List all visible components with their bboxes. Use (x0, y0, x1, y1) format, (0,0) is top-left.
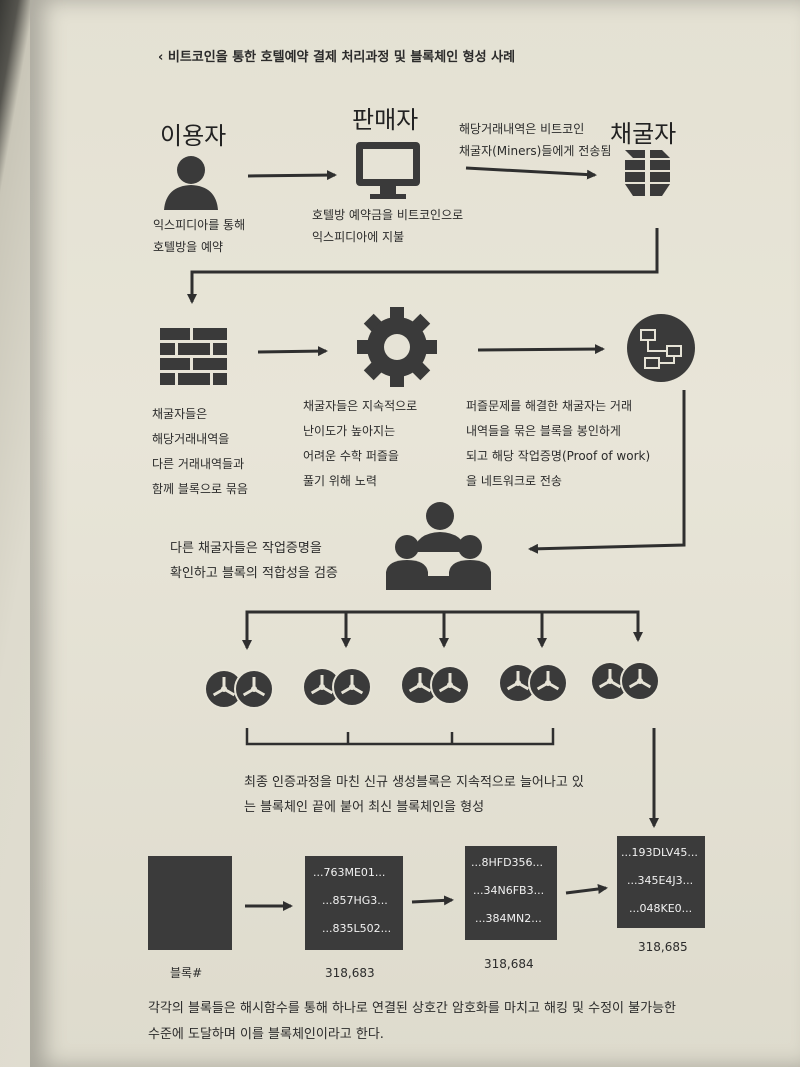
note-verify-line2: 확인하고 블록의 적합성을 검증 (170, 566, 338, 581)
block1-label: 318,683 (325, 966, 375, 980)
block3-hash3: ...048KE0... (629, 902, 693, 915)
mining-node-icon (430, 665, 470, 705)
mining-node-pair (590, 661, 660, 701)
mining-node-icon (590, 661, 630, 701)
flowchart-circle-icon (627, 314, 695, 382)
mining-node-pair (302, 667, 372, 707)
block-318684 (465, 846, 557, 940)
note-puzzle-line3: 어려운 수학 퍼즐을 (303, 449, 399, 463)
note-bundle-line1: 채굴자들은 (152, 407, 208, 421)
mining-node-pair (400, 665, 470, 705)
note-attach-line1: 최종 인증과정을 마친 신규 생성블록은 지속적으로 늘어나고 있 (244, 775, 584, 790)
note-bundle: 채굴자들은 해당거래내역을 다른 거래내역들과 함께 블록으로 묶음 (152, 402, 248, 502)
mining-node-icon (620, 661, 660, 701)
block1-hash1: ...763ME01... (313, 866, 386, 879)
note-broadcast: 해당거래내역은 비트코인 채굴자(Miners)들에게 전송됨 (459, 118, 611, 162)
gear-icon (357, 307, 437, 387)
footer-line1: 각각의 블록들은 해시함수를 통해 하나로 연결된 상호간 암호화를 마치고 해… (148, 1001, 676, 1016)
note-proof-line2: 내역들을 묶은 블록을 봉인하게 (466, 424, 621, 438)
block1-hash3: ...835L502... (322, 922, 392, 935)
group-icon (386, 502, 491, 590)
note-proof-line4: 을 네트워크로 전송 (466, 474, 562, 488)
mining-node-icon (234, 669, 274, 709)
genesis-block (148, 856, 232, 950)
mining-node-icon (204, 669, 244, 709)
note-user-line2: 호텔방을 예약 (153, 240, 224, 254)
block3-hash2: ...345E4J3... (627, 874, 694, 887)
mining-node-icon (302, 667, 342, 707)
note-attach-line2: 는 블록체인 끝에 붙어 최신 블록체인을 형성 (244, 800, 485, 815)
figure-caption: ‹ 비트코인을 통한 호텔예약 결제 처리과정 및 블록체인 형성 사례 (158, 50, 516, 65)
block3-label: 318,685 (638, 940, 688, 954)
block2-hash2: ...34N6FB3... (473, 884, 545, 897)
brick-wall-icon (160, 328, 227, 385)
miner-stack-icon (625, 150, 670, 196)
note-proof-line1: 퍼즐문제를 해결한 채굴자는 거래 (466, 399, 633, 413)
role-user: 이용자 (160, 122, 227, 150)
note-seller-line1: 호텔방 예약금을 비트코인으로 (312, 208, 464, 222)
note-puzzle-line4: 풀기 위해 노력 (303, 474, 377, 488)
note-bundle-line2: 해당거래내역을 (152, 432, 230, 446)
note-puzzle-line1: 채굴자들은 지속적으로 (303, 399, 418, 413)
monitor-icon (356, 142, 420, 199)
note-broadcast-line2: 채굴자(Miners)들에게 전송됨 (459, 144, 612, 158)
mining-node-icon (332, 667, 372, 707)
block-318685 (617, 836, 705, 928)
role-miner: 채굴자 (610, 120, 677, 148)
block2-label: 318,684 (484, 957, 534, 971)
note-puzzle: 채굴자들은 지속적으로 난이도가 높아지는 어려운 수학 퍼즐을 풀기 위해 노… (303, 394, 417, 494)
mining-node-icon (528, 663, 568, 703)
note-bundle-line3: 다른 거래내역들과 (152, 457, 245, 471)
block2-hash3: ...384MN2... (475, 912, 542, 925)
note-user: 익스피디아를 통해 호텔방을 예약 (153, 214, 245, 258)
user-icon (164, 156, 218, 210)
note-verify: 다른 채굴자들은 작업증명을 확인하고 블록의 적합성을 검증 (170, 536, 338, 586)
block-318683 (305, 856, 403, 950)
note-attach: 최종 인증과정을 마친 신규 생성블록은 지속적으로 늘어나고 있 는 블록체인… (244, 770, 584, 820)
footer-text: 각각의 블록들은 해시함수를 통해 하나로 연결된 상호간 암호화를 마치고 해… (148, 996, 676, 1048)
mining-node-pair (204, 669, 274, 709)
note-seller: 호텔방 예약금을 비트코인으로 익스피디아에 지불 (312, 204, 463, 248)
note-user-line1: 익스피디아를 통해 (153, 218, 246, 232)
mining-node-icon (400, 665, 440, 705)
note-proof: 퍼즐문제를 해결한 채굴자는 거래 내역들을 묶은 블록을 봉인하게 되고 해당… (466, 394, 650, 494)
note-verify-line1: 다른 채굴자들은 작업증명을 (170, 541, 322, 556)
mining-node-pair (498, 663, 568, 703)
note-seller-line2: 익스피디아에 지불 (312, 230, 405, 244)
role-seller: 판매자 (352, 106, 419, 134)
note-broadcast-line1: 해당거래내역은 비트코인 (459, 122, 585, 136)
mining-node-icon (498, 663, 538, 703)
block1-hash2: ...857HG3... (322, 894, 388, 907)
note-puzzle-line2: 난이도가 높아지는 (303, 424, 396, 438)
note-proof-line3: 되고 해당 작업증명(Proof of work) (466, 449, 651, 463)
note-bundle-line4: 함께 블록으로 묶음 (152, 482, 248, 496)
mining-node-row (204, 661, 660, 709)
block2-hash1: ...8HFD356... (471, 856, 544, 869)
block0-label: 블록# (170, 966, 203, 980)
footer-line2: 수준에 도달하며 이를 블록체인이라고 한다. (148, 1027, 384, 1042)
block3-hash1: ...193DLV45... (621, 846, 698, 859)
